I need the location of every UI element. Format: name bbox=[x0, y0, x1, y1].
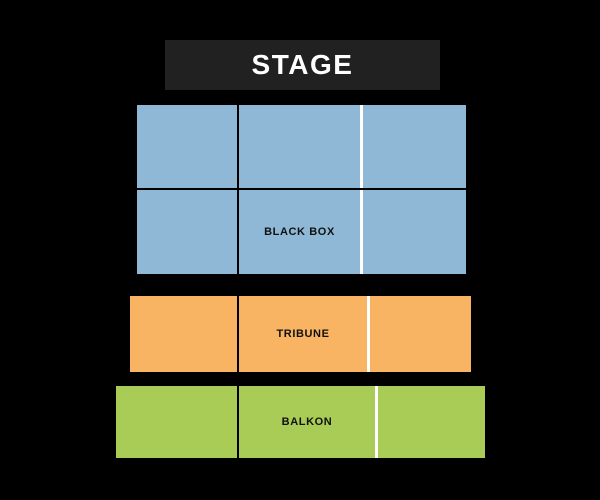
black-box-block-r1c3[interactable] bbox=[363, 105, 466, 188]
tribune-row-1: TRIBUNE bbox=[130, 296, 471, 372]
black-box-block-r2c1[interactable] bbox=[137, 190, 239, 274]
section-balkon[interactable]: BALKON bbox=[116, 386, 485, 458]
tribune-block-r1c1[interactable] bbox=[130, 296, 239, 372]
stage-label: STAGE bbox=[251, 49, 354, 80]
stage-banner: STAGE bbox=[165, 40, 440, 90]
tribune-block-r1c3[interactable] bbox=[370, 296, 471, 372]
black-box-block-r1c1[interactable] bbox=[137, 105, 239, 188]
balkon-block-r1c3[interactable] bbox=[378, 386, 485, 458]
section-black-box[interactable]: BLACK BOX bbox=[137, 105, 466, 274]
black-box-block-r2c2[interactable]: BLACK BOX bbox=[239, 190, 363, 274]
black-box-row-2: BLACK BOX bbox=[137, 190, 466, 274]
tribune-block-r1c2[interactable]: TRIBUNE bbox=[239, 296, 370, 372]
tribune-section-label: TRIBUNE bbox=[276, 327, 330, 340]
black-box-section-label: BLACK BOX bbox=[264, 225, 335, 238]
black-box-row-1 bbox=[137, 105, 466, 190]
black-box-block-r1c2[interactable] bbox=[239, 105, 363, 188]
section-tribune[interactable]: TRIBUNE bbox=[130, 296, 471, 372]
balkon-block-r1c1[interactable] bbox=[116, 386, 239, 458]
balkon-block-r1c2[interactable]: BALKON bbox=[239, 386, 378, 458]
balkon-section-label: BALKON bbox=[281, 415, 333, 428]
balkon-row-1: BALKON bbox=[116, 386, 485, 458]
black-box-block-r2c3[interactable] bbox=[363, 190, 466, 274]
